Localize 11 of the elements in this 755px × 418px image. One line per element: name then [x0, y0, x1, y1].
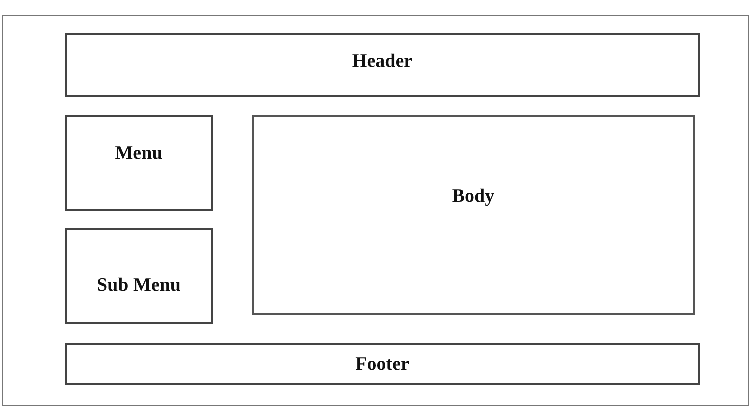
footer-panel [65, 343, 700, 385]
submenu-panel [65, 228, 213, 324]
body-panel [252, 115, 695, 315]
menu-panel [65, 115, 213, 211]
header-panel [65, 33, 700, 97]
panel-title: Header [352, 51, 413, 73]
panel-title: Sub Menu [97, 275, 181, 297]
panel-title: Footer [356, 354, 410, 376]
page-frame [2, 15, 749, 406]
panel-title: Body [452, 186, 495, 208]
panel-title: Menu [115, 143, 163, 165]
